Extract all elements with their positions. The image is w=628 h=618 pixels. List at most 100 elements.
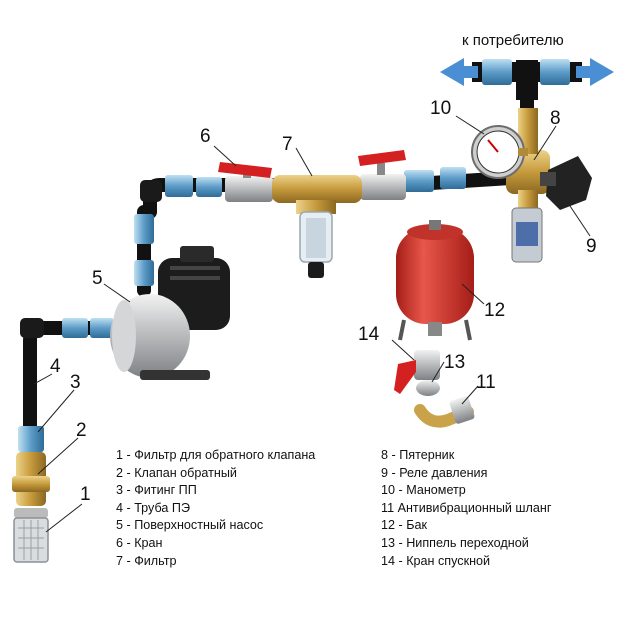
valve-handle [218,162,272,178]
fitting-elbow [140,180,162,202]
legend-item: 9 - Реле давления [381,465,488,480]
leader-9 [569,205,591,237]
callout-5: 5 [92,268,103,289]
pump-fins [170,276,220,280]
switch-port [540,172,556,186]
callout-7: 7 [282,134,293,155]
leader-8 [533,125,557,161]
ball-valve-right [358,150,406,200]
fitting [404,170,434,192]
callout-2: 2 [76,420,87,441]
callout-12: 12 [484,300,505,321]
fitting [134,260,154,286]
leader-lines [33,115,591,533]
fitting [196,177,222,197]
callout-8: 8 [550,108,561,129]
valve-body [225,176,273,202]
leader-3 [37,389,75,433]
drain-valve [394,350,440,394]
valve-body [360,174,406,200]
adapter-nipple [416,380,440,396]
switch-housing [546,156,592,210]
legend-item: 11 Антивибрационный шланг [381,500,552,515]
leader-4 [33,373,53,385]
fitting [90,318,114,338]
expansion-tank [396,220,474,341]
drain-valve-body [414,350,440,380]
callout-4: 4 [50,356,61,377]
pressure-switch [540,156,592,210]
legend-item: 6 - Кран [116,535,163,550]
cross-down [518,190,538,212]
leader-10 [455,115,485,135]
tank-legs [398,319,472,341]
tee-center [516,60,538,100]
tank-body [396,228,474,324]
nipple-body [416,380,440,396]
callout-1: 1 [80,484,91,505]
tank-cap [429,220,441,230]
pump-fins [170,266,220,270]
legend-item: 1 - Фильтр для обратного клапана [116,448,316,462]
leader-7 [295,147,313,177]
fitting-elbow [20,318,44,338]
leader-2 [37,437,79,475]
filter-neck [296,200,336,214]
arrow-right-icon [576,58,614,86]
fitting [165,175,193,197]
fitting [440,167,466,189]
fittings [18,167,466,452]
legend-item: 14 - Кран спускной [381,553,491,568]
legend-item: 10 - Манометр [381,483,466,498]
valve-stem [377,163,385,175]
tank-top [407,224,463,240]
ball-valve-left [218,162,273,202]
filter [272,175,362,278]
legend-item: 8 - Пятерник [381,448,455,462]
filter-body [272,175,362,203]
pump-terminal [180,246,214,262]
fitting [62,318,88,338]
strainer-cap [14,508,48,518]
legend-item: 2 - Клапан обратный [116,465,237,480]
strainer-grid [18,520,44,560]
hose-body [414,404,474,428]
legend-item: 7 - Фильтр [116,553,177,568]
callout-9: 9 [586,236,597,257]
legend-right: 8 - Пятерник 9 - Реле давления 10 - Мано… [381,447,551,570]
gauge-needle [487,139,499,153]
leader-12 [461,283,485,305]
leader-1 [45,503,83,533]
leader-13 [431,361,445,383]
gauge-stem [518,148,528,156]
check-valve-nut [12,476,50,492]
hose-fitting [449,396,475,424]
leader-5 [103,283,131,303]
leader-14 [391,339,415,361]
callout-6: 6 [200,126,211,147]
callout-13: 13 [444,352,465,373]
strainer [13,508,49,563]
pump-feet [140,370,210,380]
fitting [540,59,570,85]
callout-3: 3 [70,372,81,393]
filter-mesh [306,218,326,258]
consumer-label: к потребителю [462,32,564,49]
leader-11 [461,385,479,405]
legend-item: 4 - Труба ПЭ [116,500,191,515]
filter-drain [308,262,324,278]
pump-face [112,300,136,372]
leader-6 [213,145,237,167]
callout-14: 14 [358,324,380,345]
callout-11: 11 [476,372,496,393]
valve-handle [358,150,406,166]
pressure-gauge [471,125,528,179]
legend-left: 1 - Фильтр для обратного клапана 2 - Кла… [116,447,315,570]
legend-item: 13 - Ниппель переходной [381,535,529,550]
fitting [134,214,154,244]
legend-item: 3 - Фитинг ПП [116,483,197,498]
tank-outlet [428,322,442,336]
legend-item: 12 - Бак [381,518,427,533]
fitting-3 [18,426,44,452]
